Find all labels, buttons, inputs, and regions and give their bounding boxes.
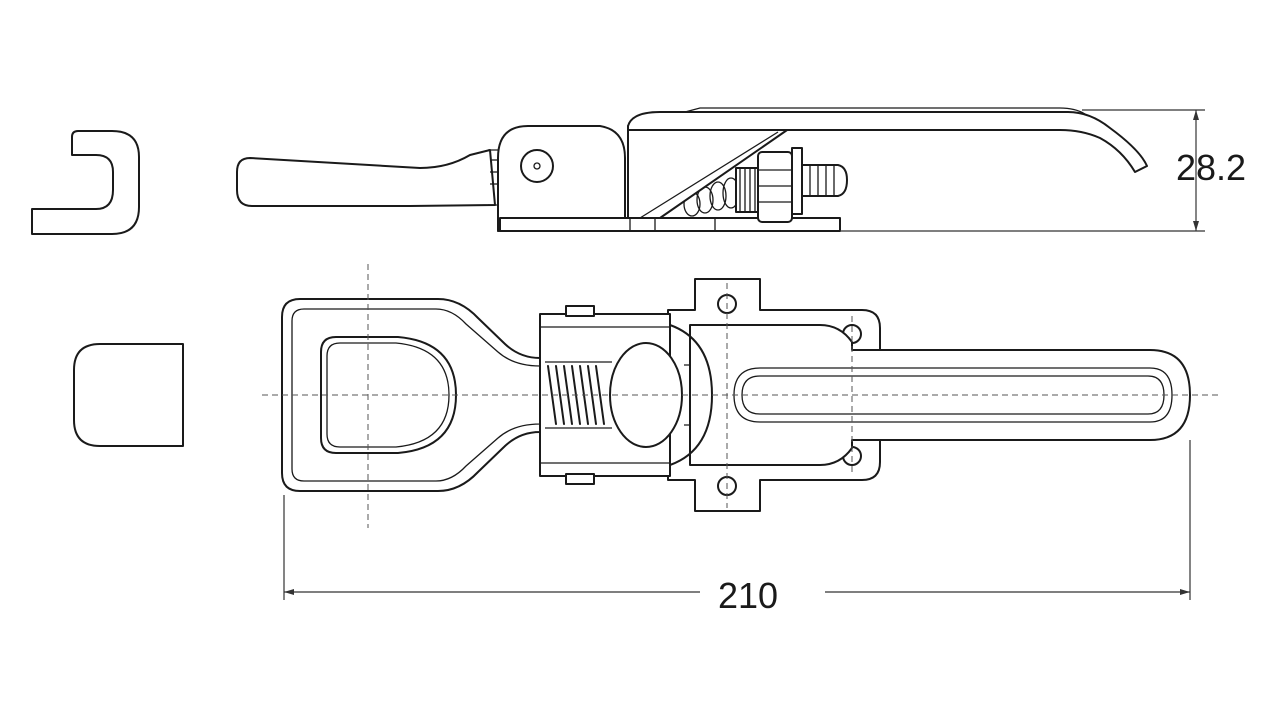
catch-plate-side-view bbox=[31, 130, 140, 235]
height-dimension: 28.2 bbox=[840, 109, 1246, 232]
lever-handle-side bbox=[236, 149, 496, 207]
center-lines bbox=[262, 264, 1220, 528]
pivot-hole bbox=[520, 149, 554, 183]
base-plate-side bbox=[499, 217, 841, 232]
nut-2 bbox=[791, 147, 803, 215]
top-lever-side bbox=[627, 111, 1148, 173]
latch-side-view bbox=[236, 107, 1148, 232]
pivot-block-side bbox=[497, 125, 626, 232]
length-dimension-label: 210 bbox=[718, 575, 778, 616]
height-dimension-label: 28.2 bbox=[1176, 147, 1246, 188]
lever-arm-top bbox=[689, 324, 1191, 466]
loop-outer bbox=[281, 298, 541, 492]
loop-aperture bbox=[320, 336, 457, 454]
catch-plate-top-view bbox=[73, 343, 184, 447]
nut-1 bbox=[757, 151, 793, 223]
length-dimension: 210 bbox=[283, 440, 1191, 616]
